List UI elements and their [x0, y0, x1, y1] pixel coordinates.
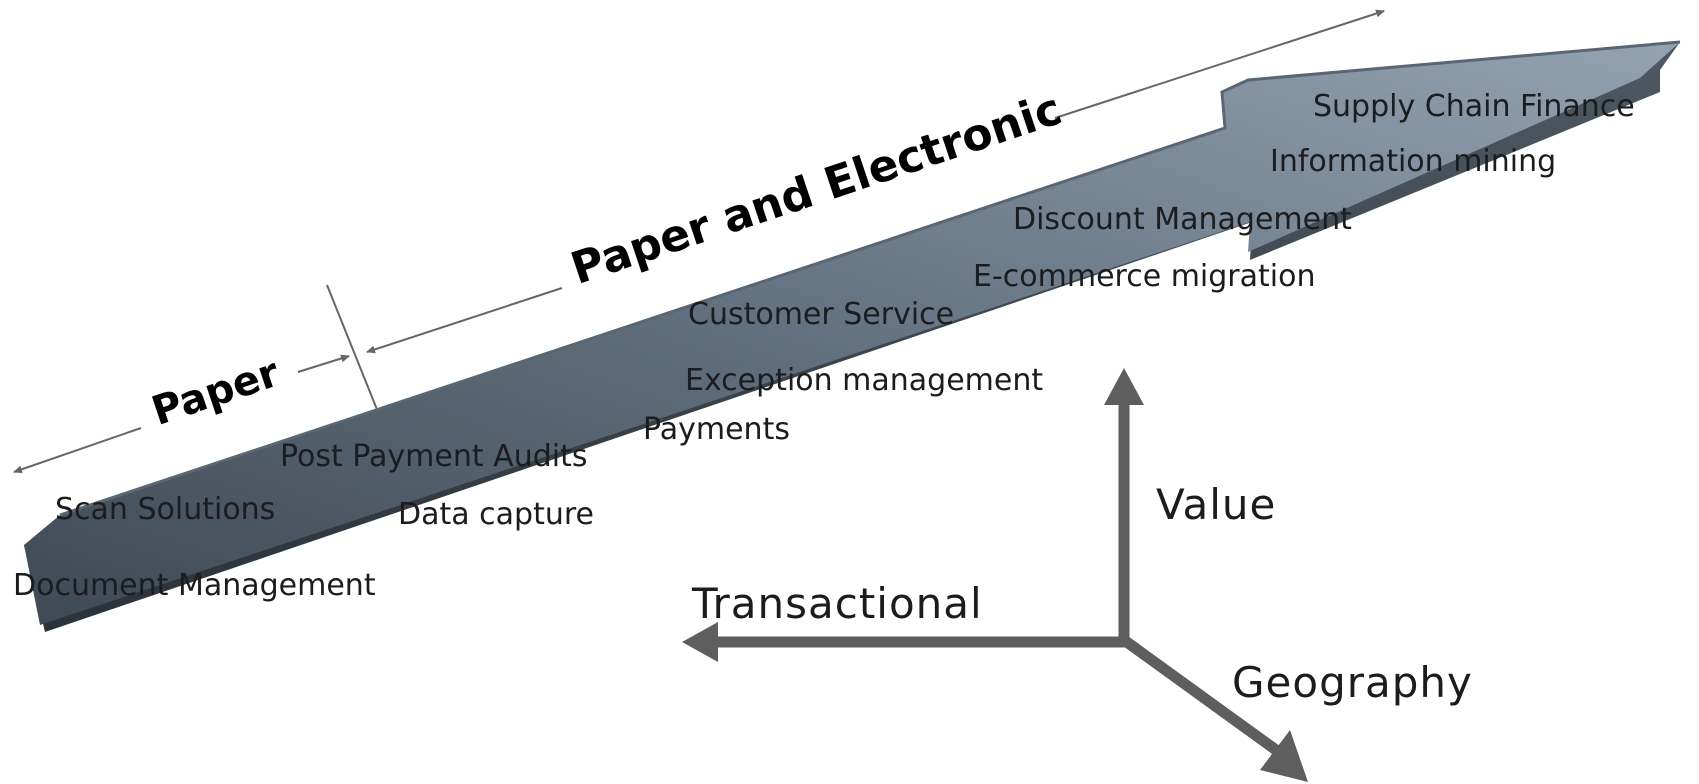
transactional-axis-head — [682, 622, 718, 662]
step-data-capture: Data capture — [398, 497, 594, 532]
phase-divider-line — [326, 284, 379, 413]
value-axis-head — [1104, 368, 1144, 405]
step-information-mining: Information mining — [1270, 144, 1557, 179]
step-discount-management: Discount Management — [1013, 202, 1352, 237]
axis-label-value: Value — [1156, 480, 1277, 529]
step-e-commerce-migration: E-commerce migration — [973, 259, 1316, 294]
geography-axis-line — [1120, 635, 1280, 755]
geography-axis-head — [1260, 730, 1308, 782]
step-payments: Payments — [643, 412, 790, 447]
axis-label-geography: Geography — [1232, 658, 1473, 707]
paper-dimension-line-left — [13, 427, 142, 474]
step-scan-solutions: Scan Solutions — [55, 492, 276, 527]
axes-arrows — [682, 368, 1308, 782]
step-exception-management: Exception management — [685, 363, 1044, 398]
arrow-top-face — [24, 42, 1680, 625]
paper-dimension-line-right — [297, 354, 350, 373]
arrow-top-highlight — [59, 40, 1681, 517]
top-dimension-line-left — [366, 287, 563, 354]
top-dimension-line-right — [1054, 9, 1385, 119]
axis-label-transactional: Transactional — [692, 579, 983, 628]
step-post-payment-audits: Post Payment Audits — [280, 439, 588, 474]
step-supply-chain-finance: Supply Chain Finance — [1313, 89, 1635, 124]
step-document-management: Document Management — [13, 568, 376, 603]
progression-arrow — [24, 40, 1681, 632]
step-customer-service: Customer Service — [688, 297, 955, 332]
